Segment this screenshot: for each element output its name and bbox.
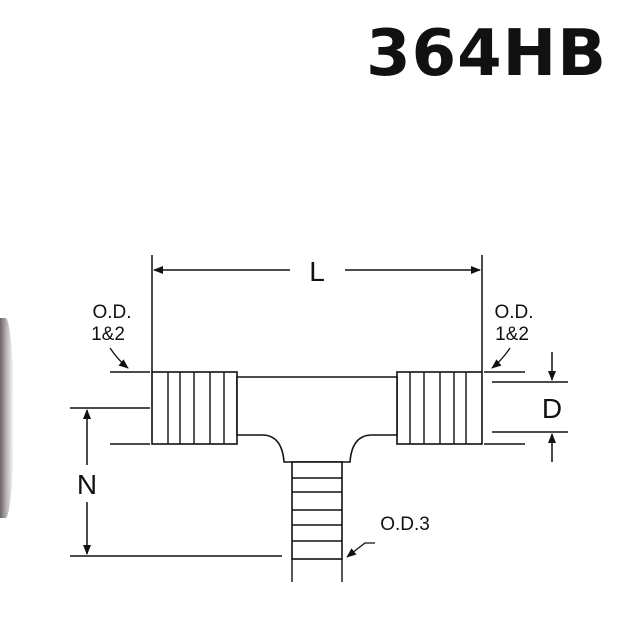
dimension-l (151, 255, 483, 372)
label-od-left-line2: 1&2 (91, 324, 125, 345)
dimension-d (492, 352, 568, 462)
part-number-title: 364HB (366, 17, 607, 91)
label-d: D (542, 393, 562, 424)
tee-body (151, 371, 483, 560)
od-leaders (109, 347, 511, 558)
label-od-right-line2: 1&2 (495, 324, 529, 345)
center-body (236, 376, 398, 463)
label-od-left-line1: O.D. (92, 302, 131, 323)
dimension-n (70, 407, 282, 557)
label-od-right-line1: O.D. (494, 302, 533, 323)
label-l: L (309, 256, 325, 287)
od-extension-lines (110, 371, 525, 582)
edge-shadow (0, 318, 14, 518)
barb-ridges (167, 372, 467, 542)
label-od-branch: O.D.3 (380, 514, 430, 535)
label-n: N (77, 469, 97, 500)
